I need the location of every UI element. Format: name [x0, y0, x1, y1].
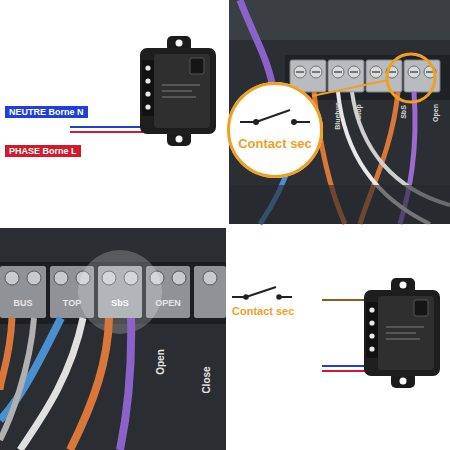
terminal-label: BUS [13, 298, 32, 308]
contact-wire [322, 299, 368, 301]
terminal-label: OPEN [155, 298, 181, 308]
highlight-circle [387, 54, 435, 102]
neutral-wire [322, 365, 368, 367]
callout-circle: Contact sec [227, 82, 323, 178]
panel [229, 228, 450, 450]
terminal-label: SbS [400, 105, 407, 119]
terminal-label: SbS [111, 298, 129, 308]
wire-label: PHASE Borne L [5, 145, 81, 157]
terminal-label: TOP [63, 298, 81, 308]
wire [0, 318, 12, 390]
wire [120, 318, 131, 450]
wire [0, 318, 34, 440]
neutral-wire [70, 126, 143, 128]
leader-line [312, 80, 388, 96]
wire-label: NEUTRE Borne N [5, 106, 88, 118]
node-text: Contact sec [238, 136, 312, 151]
terminal-label: Close [201, 366, 212, 393]
highlight-circle [78, 250, 162, 334]
panel [0, 0, 226, 224]
terminal-label: Stop [355, 104, 362, 120]
photo-background [0, 228, 226, 450]
terminal-label: Open [155, 349, 166, 375]
phase-wire [322, 370, 368, 372]
switch-symbol [232, 287, 292, 299]
terminal-label: Open [432, 104, 439, 122]
switch-symbol [240, 110, 310, 124]
node-text: PHASE Borne L [9, 146, 77, 156]
terminal-label: Bluebus [334, 102, 341, 130]
callout-circle [227, 82, 323, 178]
callout-label: Contact sec [232, 305, 294, 317]
node-text: NEUTRE Borne N [9, 107, 84, 117]
phase-wire [70, 131, 143, 133]
